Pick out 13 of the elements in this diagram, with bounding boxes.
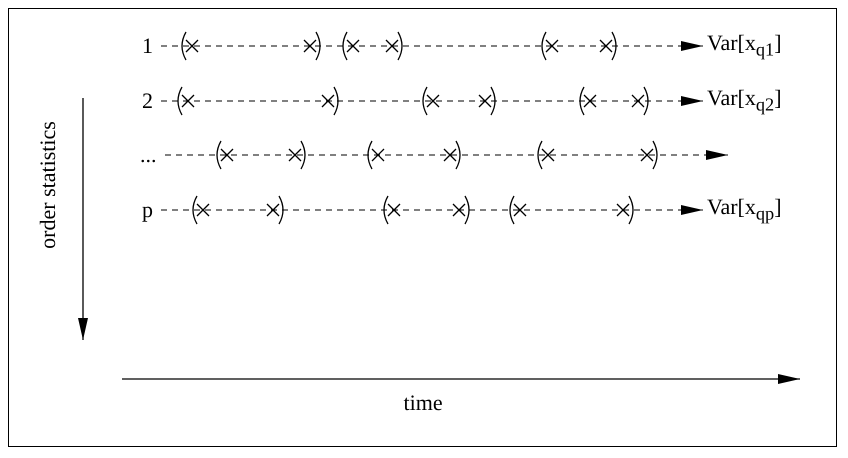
row-label: ... bbox=[140, 143, 156, 167]
axis-label: time bbox=[404, 391, 443, 415]
dashed-arrow bbox=[160, 205, 704, 215]
dashed-arrow bbox=[160, 96, 704, 106]
row-label: 1 bbox=[142, 34, 153, 58]
axis-label: order statistics bbox=[36, 121, 60, 249]
row-label: 2 bbox=[142, 89, 153, 113]
dashed-arrow bbox=[160, 41, 704, 51]
variance-label: Var[x$_{qp}$] bbox=[707, 195, 782, 226]
variance-label: Var[x$_{q2}$] bbox=[707, 86, 782, 116]
variance-label: Var[x$_{q1}$] bbox=[707, 31, 782, 62]
dashed-arrow bbox=[164, 150, 728, 160]
row-label: p bbox=[142, 198, 153, 222]
